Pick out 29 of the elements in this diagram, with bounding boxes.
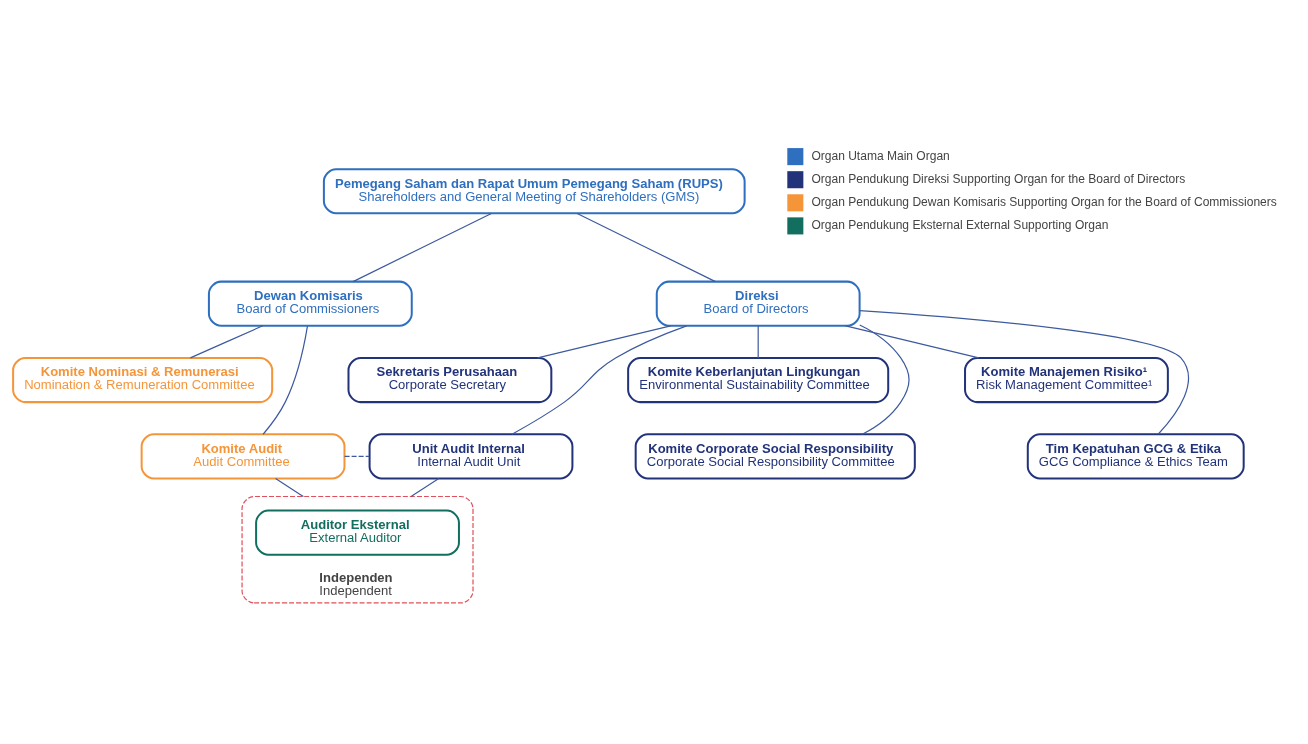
connector	[352, 212, 492, 283]
connector	[859, 324, 910, 435]
node-box: Komite Audit Audit Committee	[140, 433, 346, 480]
node-box: Komite Nominasi & Remunerasi Nomination & Remuneration Committee	[12, 356, 274, 404]
node-box: Pemegang Saham dan Rapat Umum Pemegang Saham (RUPS) Shareholders and General Meeting of Shareholders (GMS)	[322, 168, 746, 215]
legend-label: Organ Pendukung Direksi Supporting Organ for the Board of Directors	[811, 171, 1186, 186]
connector	[757, 325, 759, 359]
node-box: Sekretaris Perusahaan Corporate Secretary	[347, 356, 553, 404]
connector	[511, 325, 688, 435]
node-box: Dewan Komisaris Board of Commissioners	[207, 280, 413, 327]
node-box: Komite Manajemen Risiko¹ Risk Management Committee¹	[964, 356, 1169, 404]
node-box: Komite Keberlanjutan Lingkungan Environmental Sustainability Committee	[627, 356, 890, 404]
connector	[262, 325, 309, 435]
connector	[274, 477, 304, 498]
node-box: Direksi Board of Directors	[655, 280, 861, 327]
connector	[859, 309, 1190, 435]
connector	[845, 325, 980, 359]
connector	[576, 212, 716, 283]
connector	[537, 325, 672, 359]
node-box: Auditor Eksternal External Auditor	[255, 509, 460, 556]
node-box: Unit Audit Internal Internal Audit Unit	[368, 433, 574, 480]
connector	[343, 455, 370, 457]
connector	[189, 325, 264, 359]
legend-label: Organ Pendukung Dewan Komisaris Supporting Organ for the Board of Commissioners	[811, 194, 1277, 209]
node-box: Komite Corporate Social Responsibility Corporate Social Responsibility Committee	[634, 433, 916, 480]
node-box: Tim Kepatuhan GCG & Etika GCG Compliance & Ethics Team	[1026, 433, 1245, 480]
legend-label: Organ Utama Main Organ	[811, 148, 950, 163]
connector	[410, 477, 440, 498]
legend-label: Organ Pendukung Eksternal External Supporting Organ	[811, 218, 1109, 233]
